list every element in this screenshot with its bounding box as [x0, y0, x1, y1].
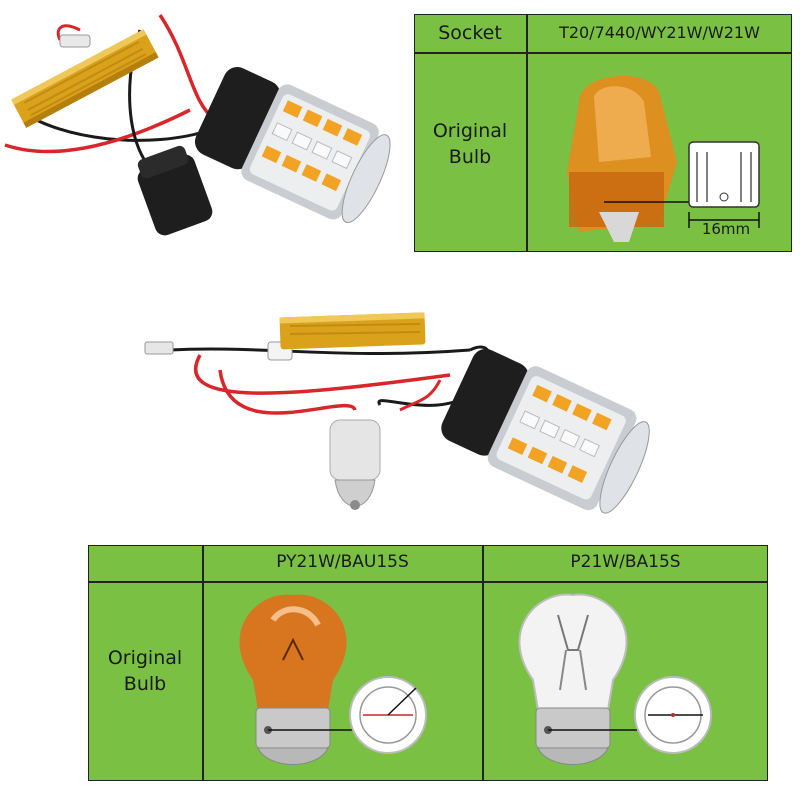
bottom-table-column-rule-1 — [202, 545, 204, 781]
p21w-bulb-image — [518, 593, 712, 765]
t20-led-kit-photo — [4, 14, 391, 236]
bottom-col2-header: P21W/BA15S — [570, 552, 681, 572]
bottom-col1-header: PY21W/BAU15S — [276, 552, 409, 572]
bottom-spec-table: PY21W/BAU15S P21W/BA15S Original Bulb — [88, 545, 768, 781]
socket-dimension-label: 16mm — [701, 220, 751, 238]
top-table-border — [414, 14, 792, 252]
top-spec-table: Socket T20/7440/WY21W/W21W Original Bulb… — [414, 14, 792, 252]
bottom-row-label-line1: Original — [107, 647, 183, 669]
top-row-label-line2: Bulb — [448, 146, 492, 168]
top-table-header-rule — [414, 52, 792, 54]
t20-wedge-bulb-image — [567, 75, 760, 242]
socket-label: Socket — [438, 22, 502, 44]
top-row-label-line1: Original — [432, 120, 508, 142]
bottom-table-column-rule-2 — [482, 545, 484, 781]
socket-value: T20/7440/WY21W/W21W — [559, 23, 760, 42]
top-table-column-rule — [526, 14, 528, 252]
ba15s-led-kit-photo — [144, 312, 650, 514]
bottom-table-border — [88, 545, 768, 781]
py21w-bulb-image — [239, 594, 427, 765]
bottom-row-label-line2: Bulb — [123, 673, 167, 695]
bottom-table-header-rule — [88, 581, 768, 583]
